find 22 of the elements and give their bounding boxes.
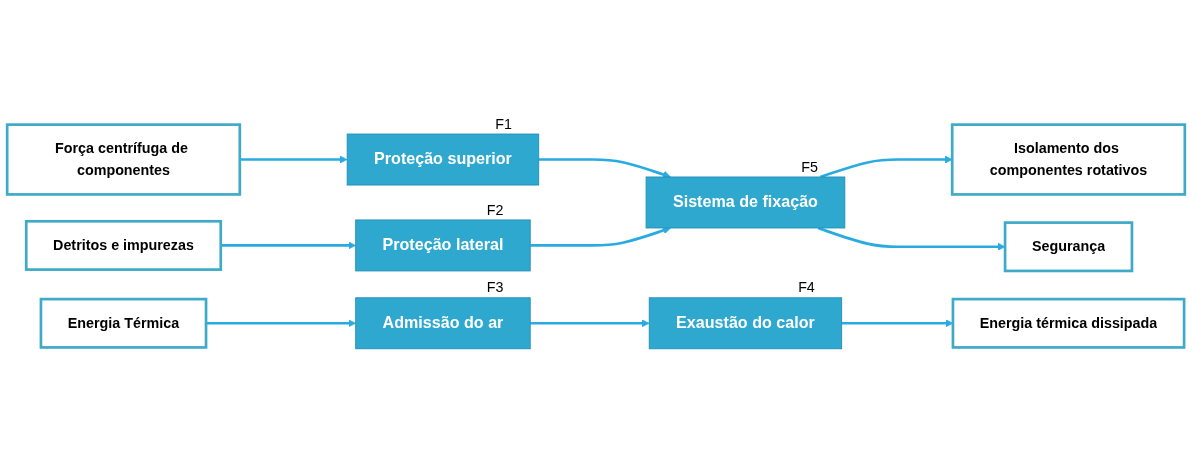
arrow bbox=[220, 241, 357, 250]
node-box: Exaustão do calor bbox=[648, 297, 843, 350]
function-code: F4 bbox=[798, 279, 815, 296]
arrow bbox=[239, 155, 348, 164]
node-box: Segurança bbox=[1003, 221, 1134, 273]
node-box: Isolamento dos componentes rotativos bbox=[950, 123, 1187, 196]
arrow bbox=[538, 158, 671, 179]
node-box: Detritos e impurezas bbox=[24, 219, 223, 271]
node-box: Proteção lateral bbox=[355, 219, 531, 272]
arrow bbox=[206, 319, 357, 328]
node-box: Energia térmica dissipada bbox=[951, 297, 1186, 349]
node-box: Admissão do ar bbox=[355, 297, 531, 350]
node-box: Força centrífuga de componentes bbox=[5, 123, 242, 196]
arrow bbox=[530, 319, 650, 328]
function-code: F3 bbox=[486, 279, 504, 296]
function-code: F5 bbox=[801, 158, 818, 175]
function-code: F2 bbox=[486, 201, 504, 218]
node-box: Energia Térmica bbox=[39, 297, 208, 349]
function-code: F1 bbox=[495, 115, 512, 132]
node-box: Sistema de fixação bbox=[645, 176, 846, 229]
arrow bbox=[819, 155, 953, 179]
node-box: Proteção superior bbox=[346, 133, 540, 186]
